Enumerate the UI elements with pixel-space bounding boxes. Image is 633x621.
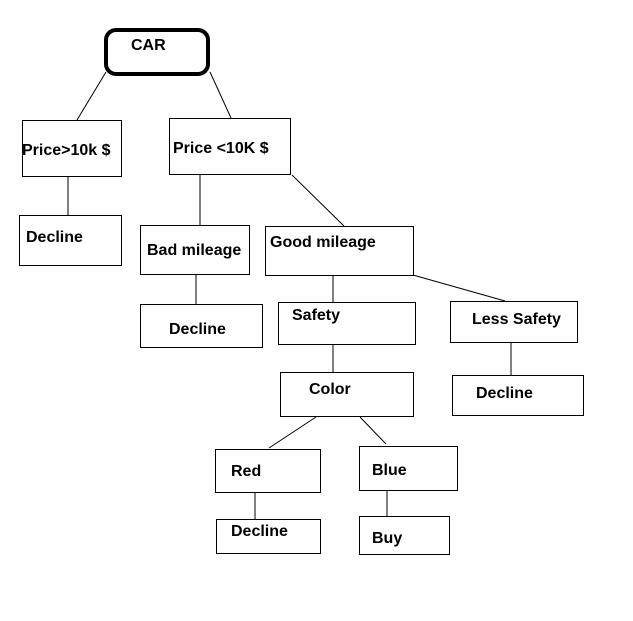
edge-color-blue <box>359 416 387 445</box>
edge-car-price-high <box>76 71 107 121</box>
node-color-label: Color <box>309 381 351 398</box>
node-decline-less-safety-label: Decline <box>476 385 533 402</box>
node-good-mileage: Good mileage <box>265 226 414 276</box>
node-decline-price-high-label: Decline <box>26 229 83 246</box>
node-blue-label: Blue <box>372 462 407 479</box>
node-price-low-label: Price <10K $ <box>173 140 269 157</box>
node-safety: Safety <box>278 302 416 345</box>
edge-car-price-low <box>209 71 232 119</box>
node-safety-label: Safety <box>292 307 341 324</box>
node-less-safety-label: Less Safety <box>472 311 561 328</box>
node-red-label: Red <box>231 463 262 480</box>
node-decline-price-high: Decline <box>19 215 122 266</box>
node-buy-label: Buy <box>372 530 403 547</box>
edge-good-mileage-less-safety <box>412 274 506 302</box>
node-bad-mileage-label: Bad mileage <box>147 242 242 259</box>
node-car: CAR <box>104 28 210 76</box>
edge-price-low-good-mileage <box>291 174 345 227</box>
node-price-low: Price <10K $ <box>169 118 291 175</box>
node-price-high-label: Price>10k $ <box>22 142 111 159</box>
node-less-safety: Less Safety <box>450 301 578 343</box>
node-color: Color <box>280 372 414 417</box>
edge-color-red <box>268 416 317 449</box>
node-blue: Blue <box>359 446 458 491</box>
node-red: Red <box>215 449 321 493</box>
node-bad-mileage: Bad mileage <box>140 225 250 275</box>
node-price-high: Price>10k $ <box>22 120 122 177</box>
node-car-label: CAR <box>131 37 166 54</box>
node-decline-bad-mileage: Decline <box>140 304 263 348</box>
node-decline-red: Decline <box>216 519 321 554</box>
node-decline-less-safety: Decline <box>452 375 584 416</box>
node-good-mileage-label: Good mileage <box>270 234 376 251</box>
node-decline-red-label: Decline <box>231 523 288 540</box>
node-buy: Buy <box>359 516 450 555</box>
node-decline-bad-mileage-label: Decline <box>169 321 226 338</box>
